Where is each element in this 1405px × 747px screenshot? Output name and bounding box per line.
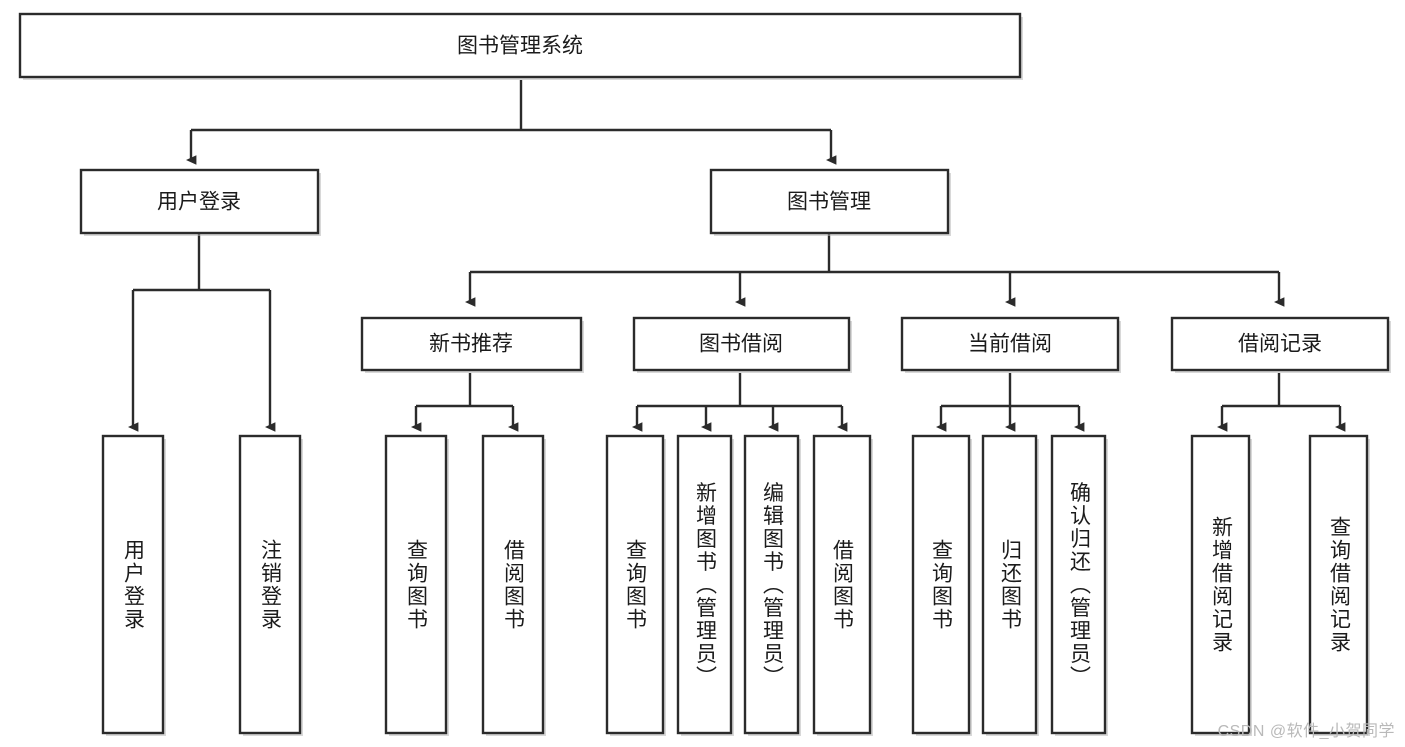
leaf-newbook-query-book-label: 查询图书 <box>405 539 429 631</box>
node-root[interactable]: 图书管理系统 <box>18 12 1023 80</box>
node-borrow-record[interactable]: 借阅记录 <box>1170 316 1391 373</box>
edges-book-mgmt-to-level3 <box>465 234 1285 307</box>
leaf-borrow-query-book[interactable]: 查询图书 <box>605 434 666 736</box>
node-user-login[interactable]: 用户登录 <box>79 168 321 236</box>
leaf-borrow-edit-book[interactable]: 编辑图书（管理员） <box>743 434 801 736</box>
node-user-login-label: 用户登录 <box>157 191 241 214</box>
leaf-current-confirm-return-label: 确认归还（管理员） <box>1068 482 1092 689</box>
edges-user-login-to-leaves <box>128 234 276 432</box>
leaf-borrow-borrow-book-label: 借阅图书 <box>831 539 855 631</box>
node-book-management[interactable]: 图书管理 <box>709 168 951 236</box>
edges-new-book-to-leaves <box>411 373 519 432</box>
node-current-borrow-label: 当前借阅 <box>968 333 1052 356</box>
node-book-management-label: 图书管理 <box>787 191 871 214</box>
leaf-logout[interactable]: 注销登录 <box>238 434 303 736</box>
node-book-borrow[interactable]: 图书借阅 <box>632 316 852 373</box>
node-root-label: 图书管理系统 <box>457 35 583 58</box>
leaf-current-query-book-label: 查询图书 <box>930 539 954 631</box>
node-borrow-record-label: 借阅记录 <box>1238 333 1322 356</box>
leaf-borrow-add-book-label: 新增图书（管理员） <box>694 482 718 689</box>
leaf-logout-label: 注销登录 <box>259 539 283 631</box>
edges-book-borrow-to-leaves <box>632 373 848 432</box>
leaf-record-query-label: 查询借阅记录 <box>1328 516 1352 654</box>
leaf-borrow-borrow-book[interactable]: 借阅图书 <box>812 434 873 736</box>
leaf-borrow-edit-book-label: 编辑图书（管理员） <box>761 482 785 689</box>
edges-root-to-level2 <box>186 80 837 165</box>
leaf-current-confirm-return[interactable]: 确认归还（管理员） <box>1050 434 1108 736</box>
leaf-current-return-book[interactable]: 归还图书 <box>981 434 1039 736</box>
leaf-borrow-add-book[interactable]: 新增图书（管理员） <box>676 434 734 736</box>
leaf-current-query-book[interactable]: 查询图书 <box>911 434 972 736</box>
leaf-borrow-query-book-label: 查询图书 <box>624 539 648 631</box>
leaf-newbook-borrow-book-label: 借阅图书 <box>502 539 526 631</box>
node-current-borrow[interactable]: 当前借阅 <box>900 316 1121 373</box>
leaf-record-add-label: 新增借阅记录 <box>1210 516 1234 654</box>
node-new-book-recommend[interactable]: 新书推荐 <box>360 316 584 373</box>
leaf-current-return-book-label: 归还图书 <box>999 539 1023 631</box>
edges-current-borrow-to-leaves <box>936 373 1085 432</box>
leaf-newbook-borrow-book[interactable]: 借阅图书 <box>481 434 546 736</box>
leaf-newbook-query-book[interactable]: 查询图书 <box>384 434 449 736</box>
node-book-borrow-label: 图书借阅 <box>699 333 783 356</box>
leaf-user-login[interactable]: 用户登录 <box>101 434 166 736</box>
edges-borrow-record-to-leaves <box>1217 373 1346 432</box>
leaf-user-login-label: 用户登录 <box>122 539 146 631</box>
leaf-record-query[interactable]: 查询借阅记录 <box>1308 434 1370 736</box>
node-new-book-recommend-label: 新书推荐 <box>429 333 513 356</box>
leaf-record-add[interactable]: 新增借阅记录 <box>1190 434 1252 736</box>
